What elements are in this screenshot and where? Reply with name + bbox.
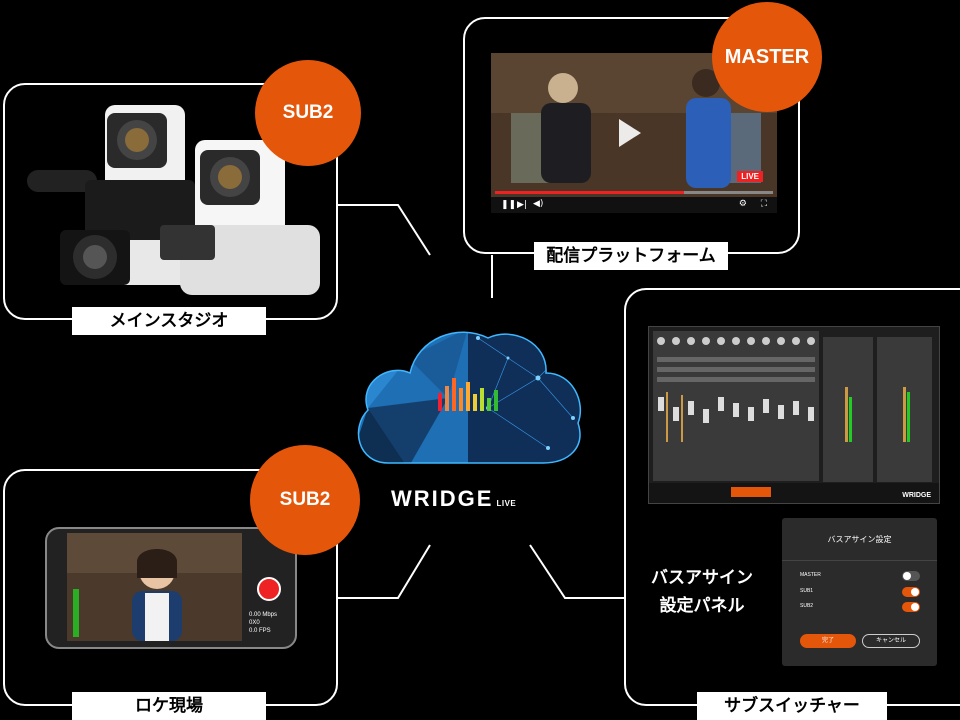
ok-button[interactable]: 完了: [800, 634, 856, 648]
sub1-toggle[interactable]: [902, 587, 920, 597]
audio-meter: [73, 589, 79, 637]
streaming-label: 配信プラットフォーム: [534, 242, 728, 270]
caption-line-1: バスアサイン: [651, 568, 753, 588]
volume-icon[interactable]: ◀): [533, 199, 544, 209]
reporter-image: [67, 533, 242, 641]
location-label: ロケ現場: [72, 692, 266, 720]
bus-assign-dialog: バスアサイン設定 MASTER SUB1 SUB2 完了 キャンセル: [782, 518, 937, 666]
bus-row-sub1: SUB1: [800, 588, 814, 594]
camera-illustration: [27, 105, 320, 295]
badge-text: SUB2: [279, 489, 331, 510]
mixer-brand: WRIDGE: [902, 492, 931, 499]
badge-text: MASTER: [724, 45, 810, 68]
stream-stats: 0.00 Mbps 0X0 0.0 FPS: [249, 611, 277, 635]
switcher-label: サブスイッチャー: [697, 692, 887, 720]
master-toggle[interactable]: [902, 571, 920, 581]
phone-screen: [67, 533, 242, 641]
caption-line-2: 設定パネル: [659, 596, 745, 616]
live-badge: LIVE: [737, 171, 763, 182]
dialog-divider: [782, 560, 937, 561]
location-badge: SUB2: [250, 445, 360, 555]
bus-row-sub2: SUB2: [800, 603, 814, 609]
mixer-window: WRIDGE: [648, 326, 940, 504]
cloud-icon: [357, 331, 582, 464]
main-studio-label: メインスタジオ: [72, 307, 266, 335]
switcher-caption: バスアサイン 設定パネル: [648, 564, 756, 620]
bus-row-master: MASTER: [800, 572, 821, 578]
settings-icon[interactable]: ⚙: [738, 199, 747, 209]
progress-fill: [495, 191, 685, 194]
streaming-badge: MASTER: [712, 2, 822, 112]
equalizer-bars: [438, 378, 498, 411]
main-studio-badge: SUB2: [255, 60, 361, 166]
phone-frame: 0.00 Mbps 0X0 0.0 FPS ⚙: [45, 527, 297, 649]
progress-bar[interactable]: [495, 191, 773, 194]
switcher-panel: WRIDGE バスアサイン 設定パネル バスアサイン設定 MASTER SUB1…: [624, 288, 960, 706]
player-controls: ❚❚ ▶| ◀) ⚙ ⛶: [491, 197, 777, 213]
cancel-button[interactable]: キャンセル: [862, 634, 920, 648]
next-icon[interactable]: ▶|: [517, 200, 527, 210]
pause-icon[interactable]: ❚❚: [501, 200, 517, 210]
logo-text: WRIDGE: [391, 486, 494, 511]
dialog-title: バスアサイン設定: [827, 535, 892, 544]
mixer-channels: [649, 331, 939, 503]
play-icon[interactable]: [619, 119, 641, 147]
bitrate-text: 0.00 Mbps: [249, 612, 278, 618]
record-button[interactable]: [257, 577, 281, 601]
fps-text: 0.0 FPS: [249, 628, 271, 634]
sub2-toggle[interactable]: [902, 602, 920, 612]
badge-text: SUB2: [282, 102, 334, 123]
logo-suffix: LIVE: [496, 499, 517, 508]
fullscreen-icon[interactable]: ⛶: [760, 199, 767, 209]
resolution-text: 0X0: [249, 620, 260, 626]
